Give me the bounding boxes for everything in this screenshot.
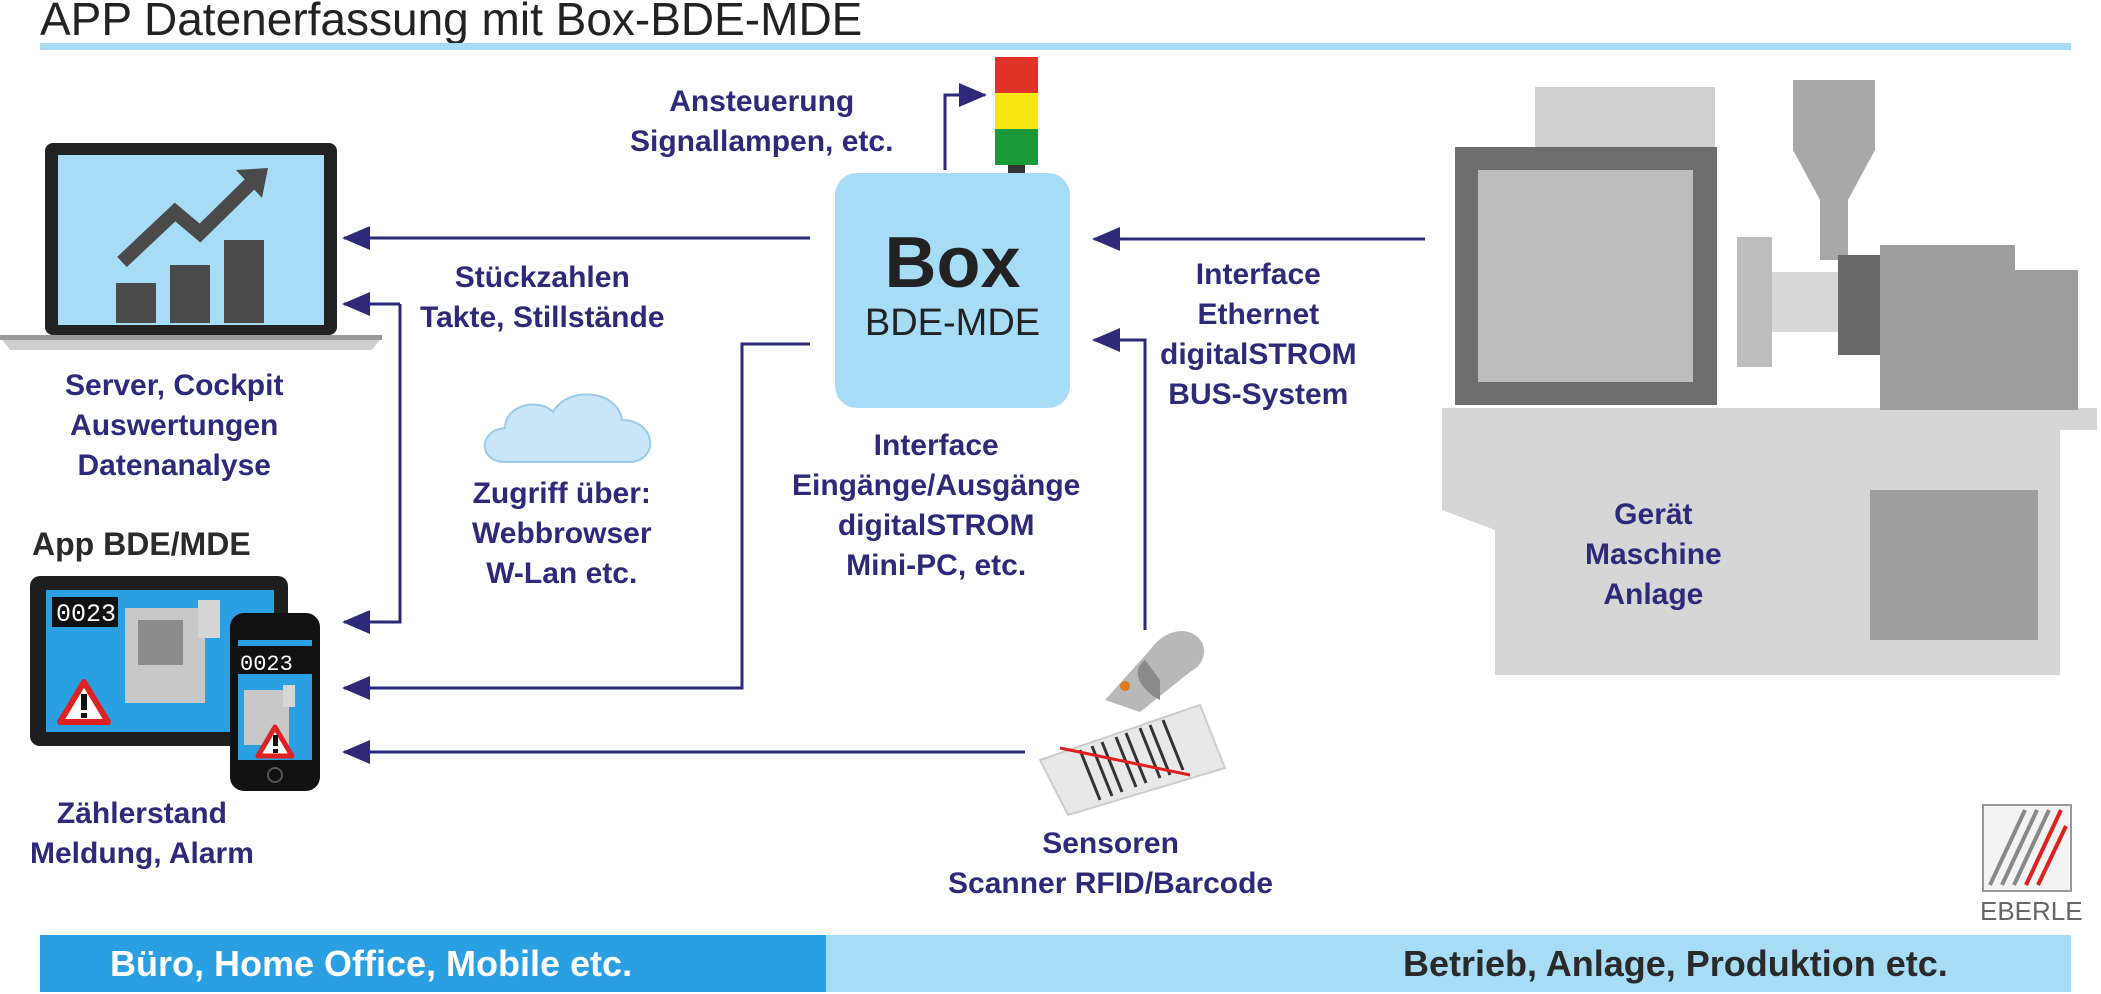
machine-icon bbox=[1442, 80, 2097, 675]
tablet-icon: 0023 bbox=[30, 576, 288, 746]
label-app-title: App BDE/MDE bbox=[32, 526, 251, 562]
arrow-scanner-to-box bbox=[1092, 328, 1147, 630]
eberle-logo-icon: EBERLE bbox=[1980, 804, 2083, 926]
arrow-box-to-lamp bbox=[943, 83, 987, 170]
phone-icon: 0023 bbox=[230, 613, 320, 791]
arrow-to-app-top bbox=[342, 304, 402, 634]
barcode-scanner-icon bbox=[1038, 630, 1227, 817]
warning-icon bbox=[255, 724, 295, 759]
box-bde-mde: Box BDE-MDE bbox=[835, 173, 1070, 408]
phone-counter-text: 0023 bbox=[240, 652, 293, 677]
footer-right-text: Betrieb, Anlage, Produktion etc. bbox=[1403, 943, 1948, 984]
logo-text: EBERLE bbox=[1980, 896, 2083, 926]
signal-lamp-icon bbox=[995, 57, 1038, 175]
arrow-box-to-app bbox=[342, 342, 810, 700]
tablet-counter-text: 0023 bbox=[56, 600, 116, 629]
footer-right-bar bbox=[826, 935, 2071, 992]
page-title: APP Datenerfassung mit Box-BDE-MDE bbox=[40, 0, 863, 45]
footer-left-bar bbox=[40, 935, 826, 992]
box-title: Box bbox=[884, 223, 1021, 303]
laptop-chart-icon bbox=[0, 143, 382, 350]
warning-icon bbox=[57, 679, 111, 725]
connection-arrows bbox=[342, 83, 1425, 764]
footer-left-text: Büro, Home Office, Mobile etc. bbox=[110, 943, 633, 984]
box-subtitle: BDE-MDE bbox=[864, 302, 1041, 344]
cloud-icon bbox=[483, 393, 652, 463]
title-underline bbox=[40, 43, 2071, 50]
